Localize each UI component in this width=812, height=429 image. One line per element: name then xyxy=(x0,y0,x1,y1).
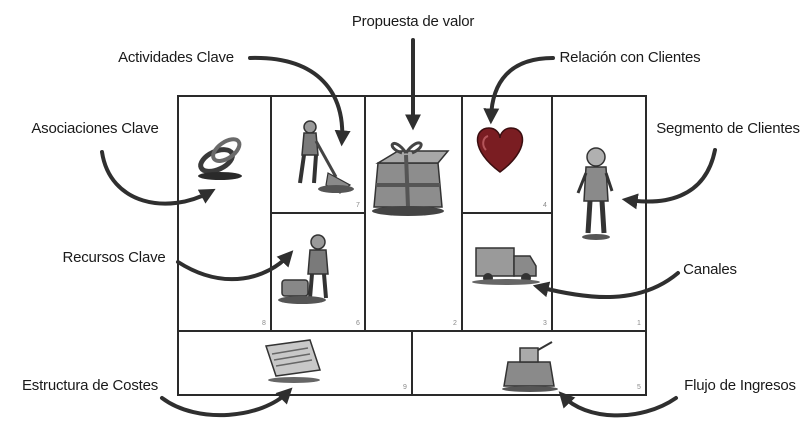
cash-register-icon xyxy=(502,341,558,392)
cell-number-propuesta: 2 xyxy=(453,320,457,327)
label-propuesta-valor: Propuesta de valor xyxy=(352,13,475,30)
label-segmento-clientes: Segmento de Clientes xyxy=(656,120,800,137)
cell-numbers: 8 7 6 2 4 3 1 9 5 xyxy=(262,202,641,391)
label-estructura-costes: Estructura de Costes xyxy=(22,377,158,394)
labels: Propuesta de valor Actividades Clave Rel… xyxy=(22,13,800,394)
cell-number-asociaciones: 8 xyxy=(262,320,266,327)
cell-number-canales: 3 xyxy=(543,320,547,327)
arrow-estructura-costes xyxy=(160,387,293,418)
cell-asociaciones-clave xyxy=(177,95,272,332)
label-actividades-clave: Actividades Clave xyxy=(118,49,234,66)
cell-number-relacion: 4 xyxy=(543,202,547,209)
cell-number-ingresos: 5 xyxy=(637,384,641,391)
cell-number-segmento: 1 xyxy=(637,320,641,327)
delivery-truck-icon xyxy=(472,247,540,285)
worker-digging-icon xyxy=(298,120,354,194)
arrow-asociaciones-clave xyxy=(100,150,216,206)
label-relacion-clientes: Relación con Clientes xyxy=(560,49,701,66)
arrow-recursos-clave xyxy=(176,250,294,282)
person-with-briefcase-icon xyxy=(278,234,329,304)
cell-number-actividades: 7 xyxy=(356,202,360,209)
arrow-actividades-clave xyxy=(248,55,351,147)
linked-rings-icon xyxy=(198,137,242,180)
label-flujo-ingresos: Flujo de Ingresos xyxy=(684,377,796,394)
label-canales: Canales xyxy=(683,261,737,278)
label-recursos-clave: Recursos Clave xyxy=(62,249,165,266)
cell-number-costes: 9 xyxy=(403,384,407,391)
arrow-canales xyxy=(532,271,680,300)
arrows xyxy=(100,38,717,418)
customer-person-icon xyxy=(576,147,614,240)
gift-box-icon xyxy=(372,141,450,216)
arrow-flujo-ingresos xyxy=(558,391,678,418)
cell-number-recursos: 6 xyxy=(356,320,360,327)
canvas-grid xyxy=(177,95,647,396)
arrow-relacion-clientes xyxy=(483,56,555,125)
heart-icon xyxy=(476,127,524,173)
arrow-segmento-clientes xyxy=(621,148,717,210)
label-asociaciones-clave: Asociaciones Clave xyxy=(31,120,158,137)
invoice-papers-icon xyxy=(265,339,321,383)
